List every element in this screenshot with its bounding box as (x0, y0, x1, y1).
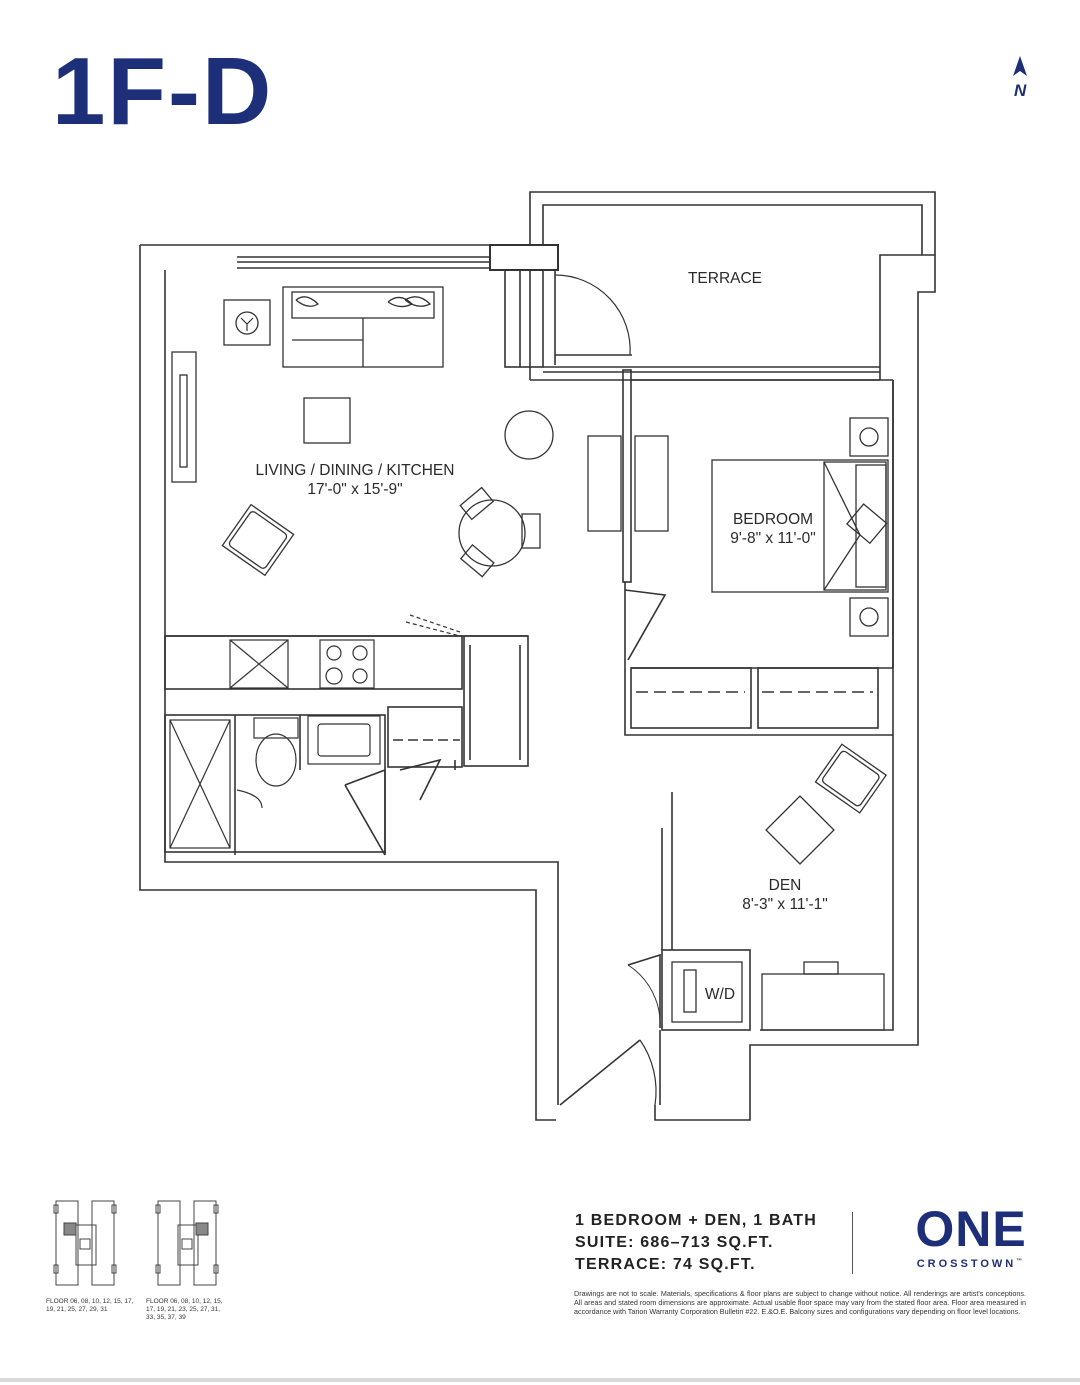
exterior-walls (139, 244, 936, 1121)
living-furniture (171, 286, 669, 578)
laundry-label: W/D (704, 986, 736, 1003)
keyplan-1-icon (53, 1200, 117, 1286)
bedroom-furniture (711, 417, 889, 637)
north-label: N (1014, 81, 1027, 100)
bedroom-name: BEDROOM (732, 511, 814, 528)
living-room-name: LIVING / DINING / KITCHEN (255, 462, 455, 479)
keyplan-2-caption: FLOOR 06, 08, 10, 12, 15, 17, 19, 21, 23… (146, 1298, 223, 1321)
terrace-door (504, 269, 632, 368)
den-size: 8'-3" x 11'-1" (742, 896, 828, 914)
disclaimer: Drawings are not to scale. Materials, sp… (574, 1289, 1026, 1316)
trademark: ™ (1016, 1258, 1026, 1265)
brand-name: ONE (915, 1201, 1027, 1257)
terrace-area: TERRACE: 74 SQ.FT. (575, 1256, 756, 1273)
den-name: DEN (768, 877, 802, 894)
floor-plan (139, 191, 936, 1121)
north-arrow-icon: N (1013, 56, 1027, 100)
suite-area: SUITE: 686–713 SQ.FT. (575, 1234, 774, 1251)
brand-subtitle: CROSSTOWN™ (906, 1258, 1036, 1270)
keyplan-1-caption: FLOOR 06, 08, 10, 12, 15, 17, 19, 21, 25… (46, 1298, 134, 1313)
unit-title: 1F-D (52, 38, 274, 145)
suite-summary: 1 BEDROOM + DEN, 1 BATH SUITE: 686–713 S… (575, 1210, 817, 1276)
bottom-rule (0, 1378, 1080, 1382)
den-furniture (671, 743, 888, 1031)
living-room-label: LIVING / DINING / KITCHEN 17'-0" x 15'-9… (256, 461, 455, 500)
living-room-size: 17'-0" x 15'-9" (307, 481, 403, 499)
bedroom-label: BEDROOM 9'-8" x 11'-0" (730, 510, 816, 549)
interior-walls (164, 369, 894, 1105)
den-label: DEN 8'-3" x 11'-1" (742, 876, 828, 915)
keyplans: FLOOR 06, 08, 10, 12, 15, 17, 19, 21, 25… (40, 1190, 240, 1330)
kitchen-fixtures (229, 614, 461, 689)
terrace-label: TERRACE (687, 270, 763, 287)
suite-type: 1 BEDROOM + DEN, 1 BATH (575, 1212, 817, 1229)
brand-logo: ONE CROSSTOWN™ (906, 1204, 1036, 1270)
bath-fixtures (169, 715, 381, 849)
brand-sub-text: CROSSTOWN (916, 1258, 1017, 1270)
entry-door (559, 953, 661, 1106)
bedroom-size: 9'-8" x 11'-0" (730, 530, 816, 548)
divider (852, 1212, 853, 1274)
keyplan-2-icon (155, 1200, 219, 1286)
